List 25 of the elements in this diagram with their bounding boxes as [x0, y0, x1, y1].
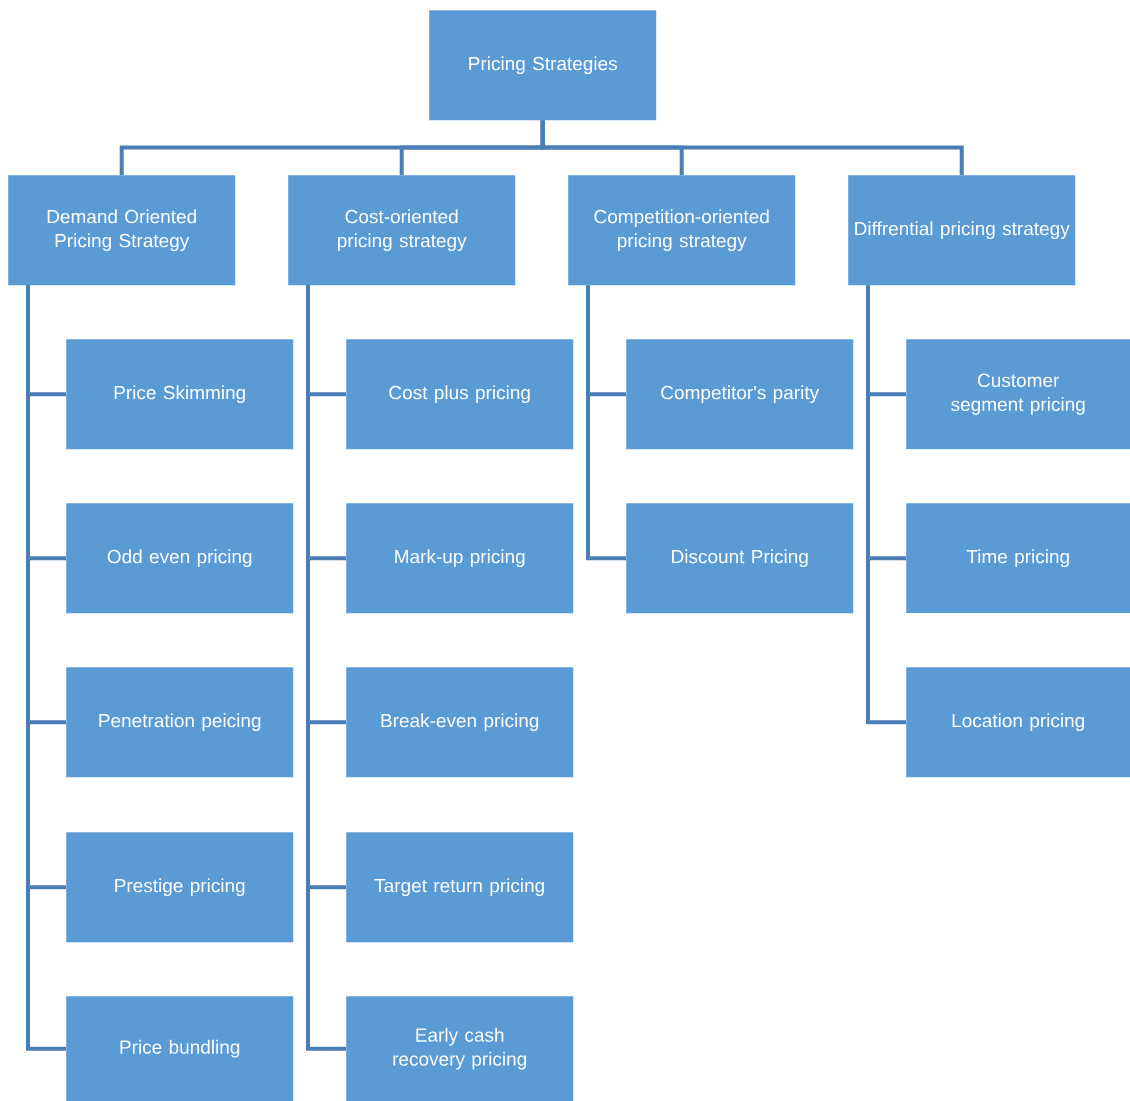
- category-box: Demand Oriented Pricing Strategy: [8, 175, 236, 286]
- connector-line: [586, 285, 626, 561]
- strategy-box: Prestige pricing: [66, 832, 294, 943]
- strategy-box: Price bundling: [66, 996, 294, 1101]
- strategy-box: Early cash recovery pricing: [346, 996, 574, 1101]
- strategy-box: Price Skimming: [66, 339, 294, 450]
- strategy-box: Break-even pricing: [346, 667, 574, 778]
- connector-line: [306, 285, 346, 1051]
- strategy-box: Odd even pricing: [66, 503, 294, 614]
- strategy-box: Mark-up pricing: [346, 503, 574, 614]
- category-box: Cost-oriented pricing strategy: [288, 175, 516, 286]
- connector-line: [540, 120, 964, 175]
- strategy-box: Competitor's parity: [626, 339, 854, 450]
- connector-line: [26, 285, 66, 1051]
- strategy-box: Location pricing: [906, 667, 1130, 778]
- strategy-box: Discount Pricing: [626, 503, 854, 614]
- root-box: Pricing Strategies: [429, 10, 657, 121]
- strategy-box: Time pricing: [906, 503, 1130, 614]
- connector-line: [866, 285, 906, 725]
- category-box: Diffrential pricing strategy: [848, 175, 1076, 286]
- strategy-box: Cost plus pricing: [346, 339, 574, 450]
- strategy-box: Target return pricing: [346, 832, 574, 943]
- strategy-box: Customer segment pricing: [906, 339, 1130, 450]
- category-box: Competition-oriented pricing strategy: [568, 175, 796, 286]
- strategy-box: Penetration peicing: [66, 667, 294, 778]
